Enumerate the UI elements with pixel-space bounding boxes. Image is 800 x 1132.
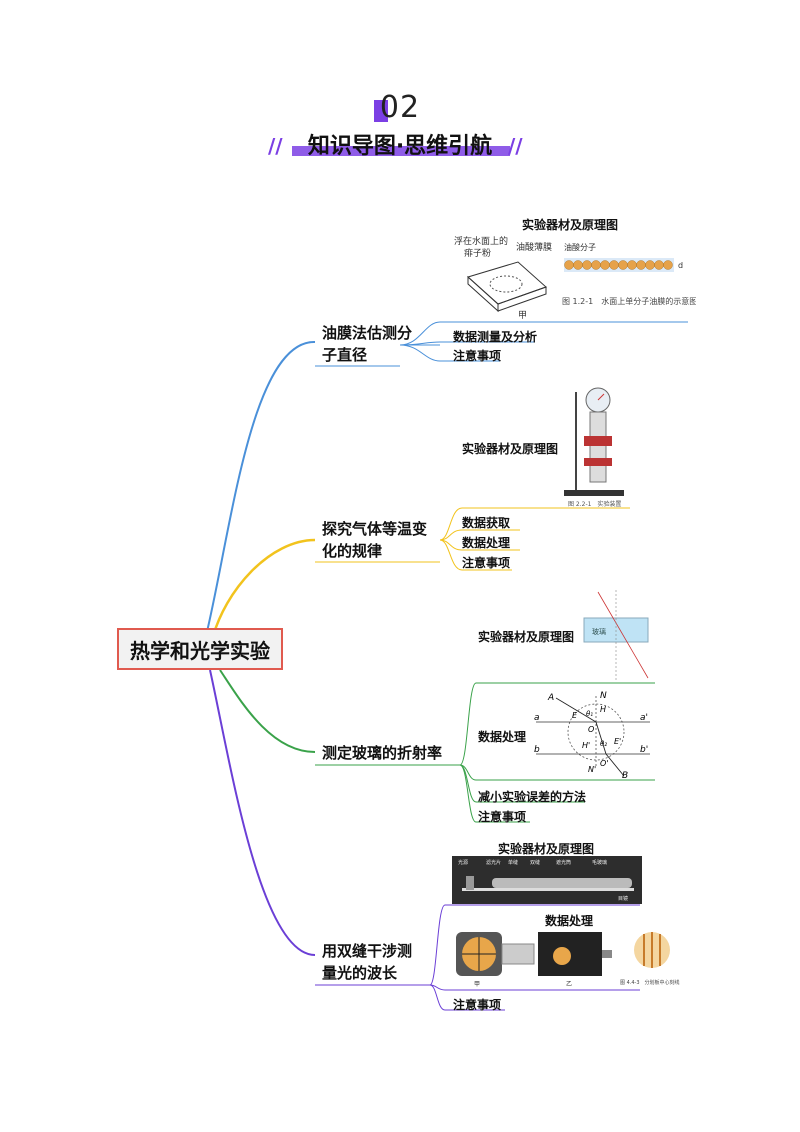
branch-gas-isothermal: 探究气体等温变 化的规律 bbox=[322, 520, 428, 560]
b2-leaf-figure-title: 实验器材及原理图 bbox=[462, 442, 559, 456]
b3-leaf-data: 数据处理 bbox=[478, 730, 527, 744]
connector-branch-3 bbox=[219, 669, 316, 753]
connector-branch-4 bbox=[209, 669, 316, 956]
root-node: 热学和光学实验 bbox=[117, 628, 283, 670]
svg-text:O': O' bbox=[600, 759, 609, 768]
svg-text:甲: 甲 bbox=[474, 981, 480, 988]
svg-text:E: E bbox=[572, 711, 578, 720]
svg-text:d: d bbox=[678, 261, 683, 270]
b2-leaf-process: 数据处理 bbox=[462, 536, 511, 550]
svg-text:痱子粉: 痱子粉 bbox=[464, 247, 491, 259]
b1-line-notes bbox=[399, 344, 500, 362]
title-highlight-bar bbox=[292, 146, 510, 156]
svg-text:a': a' bbox=[640, 713, 648, 723]
b2-leaf-acquire: 数据获取 bbox=[462, 516, 511, 530]
refraction-apparatus-figure: 玻璃 bbox=[583, 590, 649, 680]
b2-leaf-notes: 注意事项 bbox=[462, 556, 511, 570]
b1-leaf-notes: 注意事项 bbox=[453, 349, 502, 363]
svg-text:玻璃: 玻璃 bbox=[592, 627, 606, 636]
svg-text:乙: 乙 bbox=[566, 981, 572, 988]
svg-text:光源: 光源 bbox=[458, 859, 468, 866]
svg-text:油酸薄膜: 油酸薄膜 bbox=[516, 241, 552, 253]
svg-text:目镜: 目镜 bbox=[618, 895, 628, 902]
svg-text:E': E' bbox=[614, 737, 621, 746]
b1-leaf-figure-title: 实验器材及原理图 bbox=[522, 218, 619, 232]
svg-text:θ₁: θ₁ bbox=[586, 710, 593, 718]
b3-leaf-figure-title: 实验器材及原理图 bbox=[478, 630, 575, 644]
connector-branch-1 bbox=[204, 340, 316, 641]
gas-apparatus-figure: 图 2.2-1 实验装置 bbox=[564, 387, 624, 508]
b4-leaf-data: 数据处理 bbox=[545, 914, 594, 928]
svg-text:H: H bbox=[600, 705, 606, 714]
svg-text:N': N' bbox=[588, 765, 596, 774]
b4-line-figure bbox=[429, 904, 640, 986]
svg-text:A: A bbox=[547, 693, 554, 703]
svg-text:油酸分子: 油酸分子 bbox=[564, 242, 596, 252]
title-deco-right: // bbox=[508, 134, 523, 158]
branch-glass-refraction: 测定玻璃的折射率 bbox=[322, 744, 443, 762]
b3-leaf-notes: 注意事项 bbox=[478, 810, 527, 824]
svg-text:毛玻璃: 毛玻璃 bbox=[592, 859, 607, 866]
svg-text:H': H' bbox=[582, 741, 590, 750]
section-number: 02 bbox=[379, 90, 421, 125]
svg-text:O: O bbox=[588, 725, 594, 734]
svg-text:θ₂: θ₂ bbox=[600, 740, 607, 748]
svg-text:b': b' bbox=[640, 745, 648, 755]
number-accent-block bbox=[374, 100, 388, 122]
svg-text:遮光筒: 遮光筒 bbox=[556, 859, 571, 866]
b1-leaf-data: 数据测量及分析 bbox=[453, 330, 538, 344]
svg-text:a: a bbox=[534, 713, 540, 723]
b4-leaf-figure-title: 实验器材及原理图 bbox=[498, 842, 595, 856]
b4-leaf-notes: 注意事项 bbox=[453, 998, 502, 1012]
double-slit-bench-figure: 光源 滤光片 单缝 双缝 遮光筒 毛玻璃 目镜 bbox=[452, 856, 642, 904]
b2-line-figure bbox=[439, 507, 630, 541]
svg-text:滤光片: 滤光片 bbox=[486, 859, 501, 866]
svg-text:图 4.4-3 分划板中心刻线: 图 4.4-3 分划板中心刻线 bbox=[620, 979, 680, 986]
refraction-data-figure: A N a a' b b' O O' N' B E H θ₁ θ₂ H' E' bbox=[534, 691, 650, 780]
branch-double-slit: 用双缝干涉测 量光的波长 bbox=[322, 942, 413, 982]
b3-leaf-error: 减小实验误差的方法 bbox=[478, 790, 587, 804]
svg-text:b: b bbox=[534, 745, 540, 755]
svg-text:N: N bbox=[600, 691, 607, 701]
svg-text:双缝: 双缝 bbox=[530, 859, 540, 866]
b1-line-figure bbox=[399, 321, 688, 346]
title-deco-left: // bbox=[268, 134, 283, 158]
svg-text:图 1.2-1 水面上单分子油膜的示意图: 图 1.2-1 水面上单分子油膜的示意图 bbox=[562, 296, 696, 306]
svg-text:甲: 甲 bbox=[518, 310, 527, 320]
svg-text:浮在水面上的: 浮在水面上的 bbox=[454, 235, 508, 247]
oil-film-figure: 浮在水面上的 痱子粉 油酸薄膜 油酸分子 d 图 1.2-1 水面上单分子油膜的… bbox=[454, 235, 696, 320]
connector-branch-2 bbox=[210, 538, 316, 641]
double-slit-data-figure: 甲 乙 图 4.4-3 分划板中心刻线 bbox=[456, 932, 680, 988]
page-title: 知识导图·思维引航 bbox=[307, 134, 493, 159]
svg-text:单缝: 单缝 bbox=[508, 859, 518, 866]
svg-text:B: B bbox=[622, 771, 628, 780]
svg-text:图 2.2-1 实验装置: 图 2.2-1 实验装置 bbox=[568, 500, 621, 508]
branch-oil-film: 油膜法估测分 子直径 bbox=[322, 324, 413, 364]
b3-line-figure bbox=[459, 682, 655, 766]
